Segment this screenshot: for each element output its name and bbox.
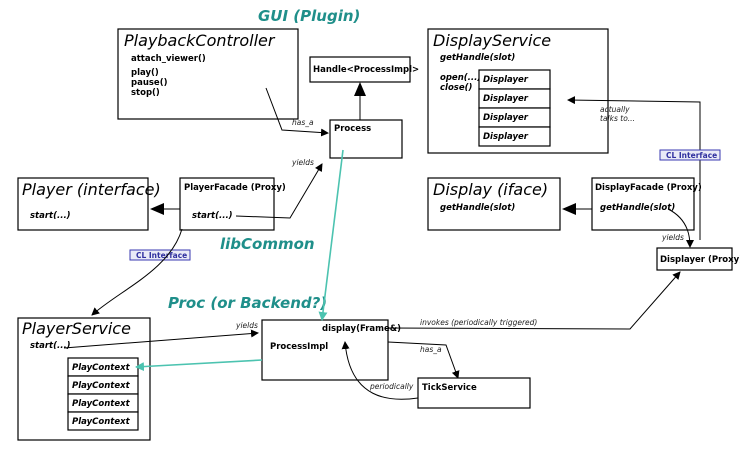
play-context-label: PlayContext <box>72 417 131 427</box>
op-close: close() <box>440 83 473 93</box>
tick-service-label: TickService <box>422 383 477 393</box>
edge-label-invokes: invokes (periodically triggered) <box>420 318 537 327</box>
inherit-arrow-handle <box>354 82 366 96</box>
process-impl-label: ProcessImpl <box>270 342 328 352</box>
periodically-edge <box>341 341 419 400</box>
invokes-edge <box>387 271 681 330</box>
has-a-edge-bottom <box>387 341 460 379</box>
edge-label-has-a-bottom: has_a <box>420 345 442 354</box>
yields-edge-left <box>63 329 259 349</box>
edge-label-actually: actually <box>600 105 630 114</box>
edge-label-has-a-top: has_a <box>292 118 314 127</box>
section-gui-title: GUI (Plugin) <box>258 7 360 25</box>
display-service-method: getHandle(slot) <box>440 53 515 63</box>
edge-label-yields-right: yields <box>661 233 684 242</box>
player-facade-title: PlayerFacade (Proxy) <box>184 183 286 193</box>
cl-interface-text-left: CL Interface <box>136 251 187 260</box>
edge-label-yields-top: yields <box>291 158 314 167</box>
section-libcommon-title: libCommon <box>220 235 315 253</box>
cl-interface-badge-right <box>659 149 721 161</box>
cl-interface-badge-left <box>129 249 191 261</box>
display-service-title: DisplayService <box>433 31 551 50</box>
process-label: Process <box>334 124 371 134</box>
method-stop: stop() <box>131 88 160 98</box>
displayer-label: Displayer <box>483 113 529 123</box>
yields-edge-top <box>235 163 323 219</box>
player-facade-method: start(...) <box>192 211 233 221</box>
teal-process-to-impl <box>318 149 344 321</box>
displayer-slot <box>478 126 551 147</box>
play-context-label: PlayContext <box>72 363 131 373</box>
display-facade-method: getHandle(slot) <box>600 203 675 213</box>
inherit-arrow-display <box>562 203 576 215</box>
displayer-label: Displayer <box>483 132 529 142</box>
process-impl-method: display(Frame&) <box>322 324 401 334</box>
player-interface-method: start(...) <box>30 211 71 221</box>
playback-controller-box <box>117 28 299 120</box>
displayer-label: Displayer <box>483 75 529 85</box>
handle-box <box>309 56 411 83</box>
handle-label: Handle<ProcessImpl> <box>313 65 419 75</box>
display-iface-method: getHandle(slot) <box>440 203 515 213</box>
tick-service-box <box>417 377 531 409</box>
display-facade-title: DisplayFacade (Proxy) <box>595 183 702 193</box>
yields-edge-right <box>667 208 694 248</box>
play-context-label: PlayContext <box>72 399 131 409</box>
displayer-proxy-label: Displayer (Proxy) <box>660 255 740 265</box>
edge-label-talks-to: talks to... <box>600 114 635 123</box>
player-service-title: PlayerService <box>22 319 131 338</box>
cl-interface-edge-left <box>91 228 183 316</box>
op-open: open(...) <box>440 73 481 83</box>
process-impl-box <box>261 319 389 381</box>
player-service-method: start(...) <box>30 341 71 351</box>
play-context-label: PlayContext <box>72 381 131 391</box>
edge-label-yields-left: yields <box>235 321 258 330</box>
display-iface-box <box>427 177 561 231</box>
actually-talks-edge <box>567 96 701 240</box>
player-interface-box <box>17 177 149 231</box>
player-interface-title: Player (interface) <box>22 180 161 199</box>
inherit-arrow-player <box>150 203 164 215</box>
displayer-label: Displayer <box>483 94 529 104</box>
play-context-slot <box>67 411 139 431</box>
section-proc-title: Proc (or Backend?) <box>168 294 327 312</box>
display-iface-title: Display (iface) <box>433 180 548 199</box>
display-facade-box <box>591 177 695 231</box>
playback-controller-title: PlaybackController <box>124 31 276 50</box>
method-pause: pause() <box>131 78 168 88</box>
edge-label-periodically: periodically <box>369 382 414 391</box>
method-play: play() <box>131 68 159 78</box>
teal-impl-to-playcontext <box>135 359 263 372</box>
has-a-edge-top <box>265 87 329 137</box>
method-attach-viewer: attach_viewer() <box>131 54 206 64</box>
process-box <box>329 119 403 159</box>
player-facade-box <box>179 177 275 231</box>
cl-interface-text-right: CL Interface <box>666 151 717 160</box>
displayer-proxy-box <box>656 247 733 271</box>
